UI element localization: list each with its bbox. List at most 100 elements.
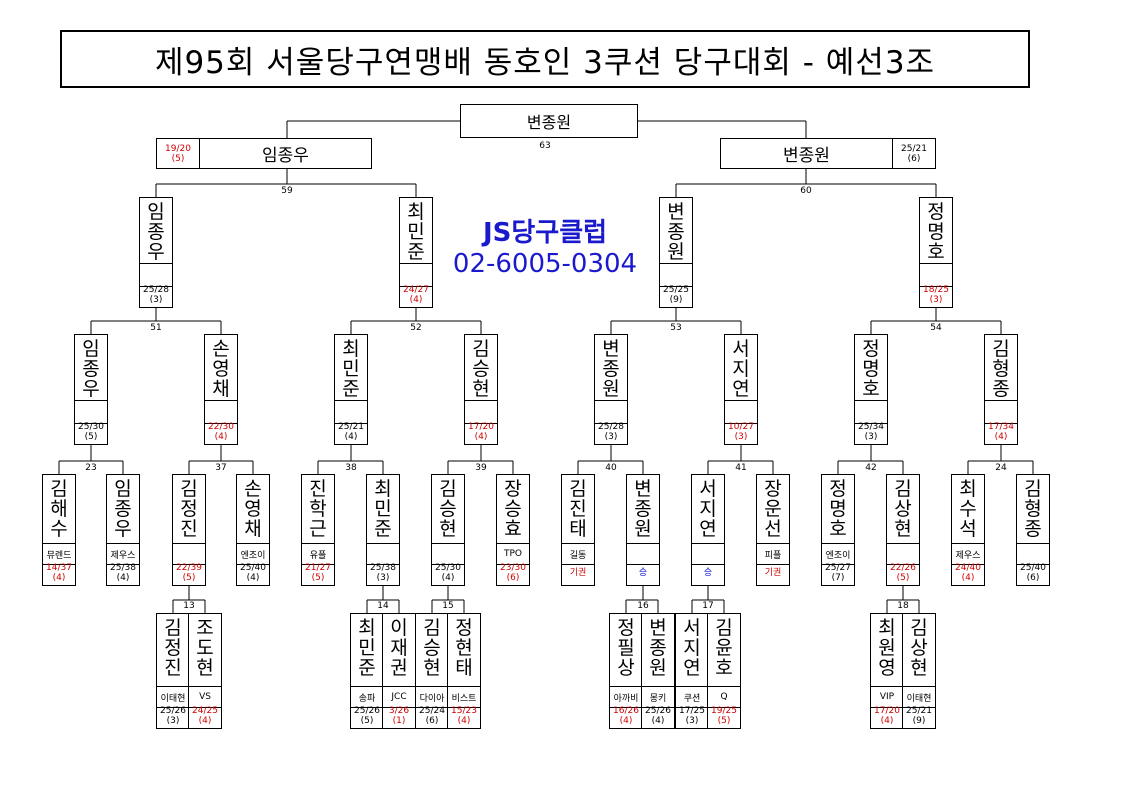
player-name-char: 학 bbox=[309, 498, 327, 520]
player-name-char: 우 bbox=[114, 518, 132, 540]
player-name-char: 임 bbox=[82, 338, 100, 360]
player-name-char: 임 bbox=[147, 201, 165, 223]
match-number: 42 bbox=[865, 463, 877, 473]
match-number: 17 bbox=[702, 601, 714, 611]
player-name-char: 김 bbox=[50, 478, 68, 500]
player-score: 21/27(5) bbox=[302, 561, 334, 585]
player-score: 24/40(4) bbox=[952, 561, 984, 585]
player-name-char: 명 bbox=[829, 498, 847, 520]
innings-value: (7) bbox=[831, 573, 845, 583]
player-name-char: 진 bbox=[569, 498, 587, 520]
player-name-char: 준 bbox=[358, 657, 376, 679]
innings-value: (5) bbox=[311, 573, 325, 583]
match-number: 15 bbox=[442, 601, 454, 611]
match-number: 53 bbox=[670, 323, 682, 333]
player-name-char: 정 bbox=[164, 637, 182, 659]
player-name-char: 종 bbox=[602, 358, 620, 380]
player-team: 송파 bbox=[351, 686, 383, 708]
club-phone: 02-6005-0304 bbox=[452, 249, 638, 279]
player-team bbox=[173, 543, 205, 565]
player-name-char: 도 bbox=[196, 637, 214, 659]
innings-value: (3) bbox=[685, 716, 699, 726]
score-value: 17/34 bbox=[988, 422, 1014, 432]
player-name-char: 임 bbox=[114, 478, 132, 500]
player-name-char: 종 bbox=[649, 637, 667, 659]
innings-value: (5) bbox=[182, 573, 196, 583]
player-name-char: 장 bbox=[504, 478, 522, 500]
player-name-char: 최 bbox=[358, 617, 376, 639]
innings-value: (4) bbox=[214, 432, 228, 442]
innings-value: (9) bbox=[912, 716, 926, 726]
player-name-char: 재 bbox=[390, 637, 408, 659]
player-team: VIP bbox=[871, 686, 903, 708]
player-team: VS bbox=[189, 686, 221, 708]
player-name-char: 명 bbox=[927, 221, 945, 243]
player-name-char: 손 bbox=[212, 338, 230, 360]
player-team bbox=[692, 543, 724, 565]
player-name-char: 원 bbox=[649, 657, 667, 679]
player-score: 22/26(5) bbox=[887, 561, 919, 585]
semi-box-right: 변종원 25/21 (6) bbox=[720, 138, 936, 169]
innings-value: (4) bbox=[651, 716, 665, 726]
player-name-char: 호 bbox=[862, 378, 880, 400]
innings-value: (4) bbox=[994, 432, 1008, 442]
match-number: 16 bbox=[637, 601, 649, 611]
player-team: 길동 bbox=[562, 543, 594, 565]
innings-value: (4) bbox=[246, 573, 260, 583]
player-name-char: 해 bbox=[50, 498, 68, 520]
player-name-char: 호 bbox=[829, 518, 847, 540]
player-name-char: 윤 bbox=[715, 637, 733, 659]
score-value: 25/40 bbox=[1020, 563, 1046, 573]
player-name-char: 변 bbox=[602, 338, 620, 360]
final-winner-name: 변종원 bbox=[526, 113, 572, 132]
player-name-char: 수 bbox=[50, 518, 68, 540]
score-value: 25/34 bbox=[858, 422, 884, 432]
player-score: 16/26(4) bbox=[610, 704, 642, 728]
player-team bbox=[887, 543, 919, 565]
player-name-char: 권 bbox=[390, 657, 408, 679]
player-name-char: 김 bbox=[1024, 478, 1042, 500]
score-value: 25/28 bbox=[598, 422, 624, 432]
player-name-char: 준 bbox=[407, 241, 425, 263]
player-score: 24/25(4) bbox=[189, 704, 221, 728]
player-name-char: 김 bbox=[423, 617, 441, 639]
player-name-char: 현 bbox=[196, 657, 214, 679]
player-team bbox=[920, 263, 952, 287]
player-name-char: 호 bbox=[927, 241, 945, 263]
score-value: 25/24 bbox=[419, 706, 445, 716]
score-value: 24/27 bbox=[403, 285, 429, 295]
player-team: 뮤렌드 bbox=[43, 543, 75, 565]
player-name-char: 진 bbox=[164, 657, 182, 679]
match-number: 54 bbox=[930, 323, 942, 333]
player-score: 10/27(3) bbox=[725, 420, 757, 444]
player-name-char: 손 bbox=[244, 478, 262, 500]
semi-right-score: 25/21 (6) bbox=[892, 139, 935, 168]
player-name-char: 민 bbox=[374, 498, 392, 520]
player-name-char: 종 bbox=[667, 221, 685, 243]
score-value: 25/38 bbox=[370, 563, 396, 573]
player-name-char: 최 bbox=[342, 338, 360, 360]
match-number: 14 bbox=[377, 601, 389, 611]
innings-value: (4) bbox=[198, 716, 212, 726]
player-team: JCC bbox=[383, 686, 415, 708]
score-value: 22/39 bbox=[176, 563, 202, 573]
